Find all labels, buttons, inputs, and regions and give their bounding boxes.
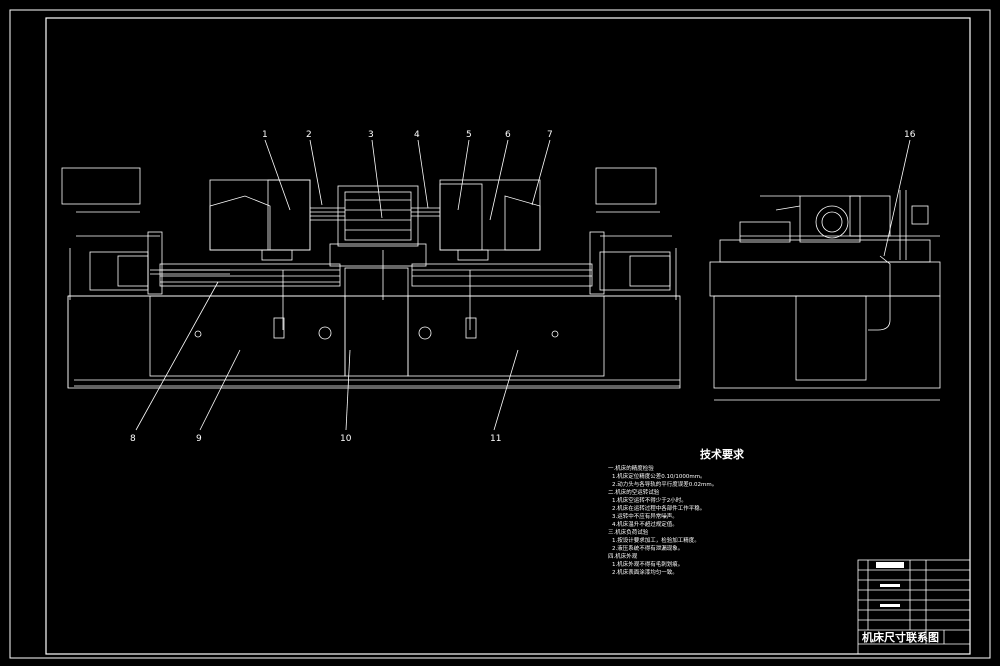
part-number-labels: 1 2 3 4 5 6 7 8 9 10 11 16 — [130, 130, 916, 444]
part-label: 10 — [340, 434, 352, 444]
tech-req-line: 1.按设计要求加工，检验加工精度。 — [612, 536, 700, 544]
tech-req-line: 四.机床外观 — [608, 552, 638, 560]
technical-requirements: 技术要求 一.机床的精度检验 1.机床定位精度公差0.10/1000mm。 2.… — [608, 447, 745, 576]
part-label: 5 — [466, 130, 472, 140]
center-fixture — [337, 185, 419, 247]
part-label: 11 — [490, 434, 501, 444]
left-motor — [89, 251, 149, 291]
outer-frame — [9, 9, 991, 659]
side-bed — [713, 295, 941, 389]
part-label: 8 — [130, 434, 136, 444]
tech-req-line: 1.机床定位精度公差0.10/1000mm。 — [612, 472, 706, 480]
tech-req-line: 2.机床在运转过程中各部件工作平稳。 — [612, 504, 705, 512]
drawing-title: 机床尺寸联系图 — [862, 630, 939, 644]
tech-req-line: 三.机床负荷试验 — [608, 528, 649, 536]
left-power-head — [209, 179, 311, 251]
part-label: 16 — [904, 130, 916, 140]
tech-req-line: 1.机床空运转不得少于2小时。 — [612, 496, 687, 504]
side-view — [709, 190, 941, 401]
part-label: 9 — [196, 434, 202, 444]
tech-req-line: 3.运转中不应有异常噪声。 — [612, 512, 678, 520]
title-block: 机床尺寸联系图 — [857, 559, 971, 655]
tech-req-line: 1.机床外观不得有毛刺划痕。 — [612, 560, 683, 568]
right-power-head — [439, 179, 541, 251]
tech-req-line: 2.液压系统不得有泄漏现象。 — [612, 544, 683, 552]
tech-req-line: 2.动力头与各导轨的平行度误差0.02mm。 — [612, 480, 717, 488]
part-label: 7 — [547, 130, 553, 140]
side-spindle — [815, 205, 849, 239]
right-motor — [599, 251, 671, 291]
part-label: 4 — [414, 130, 420, 140]
tech-req-line: 一.机床的精度检验 — [608, 464, 654, 472]
machine-bed — [67, 295, 681, 389]
inner-frame — [45, 17, 971, 655]
tech-req-line: 4.机床温升不超过规定值。 — [612, 520, 678, 528]
tech-req-line: 二.机床的空运转试验 — [608, 488, 660, 496]
tech-req-line: 2.机床表面涂漆均匀一致。 — [612, 568, 678, 576]
leader-lines — [135, 139, 911, 431]
part-label: 6 — [505, 130, 511, 140]
part-label: 2 — [306, 130, 312, 140]
part-label: 3 — [368, 130, 374, 140]
tech-req-heading: 技术要求 — [700, 447, 745, 461]
front-view — [61, 167, 681, 389]
part-label: 1 — [262, 130, 268, 140]
